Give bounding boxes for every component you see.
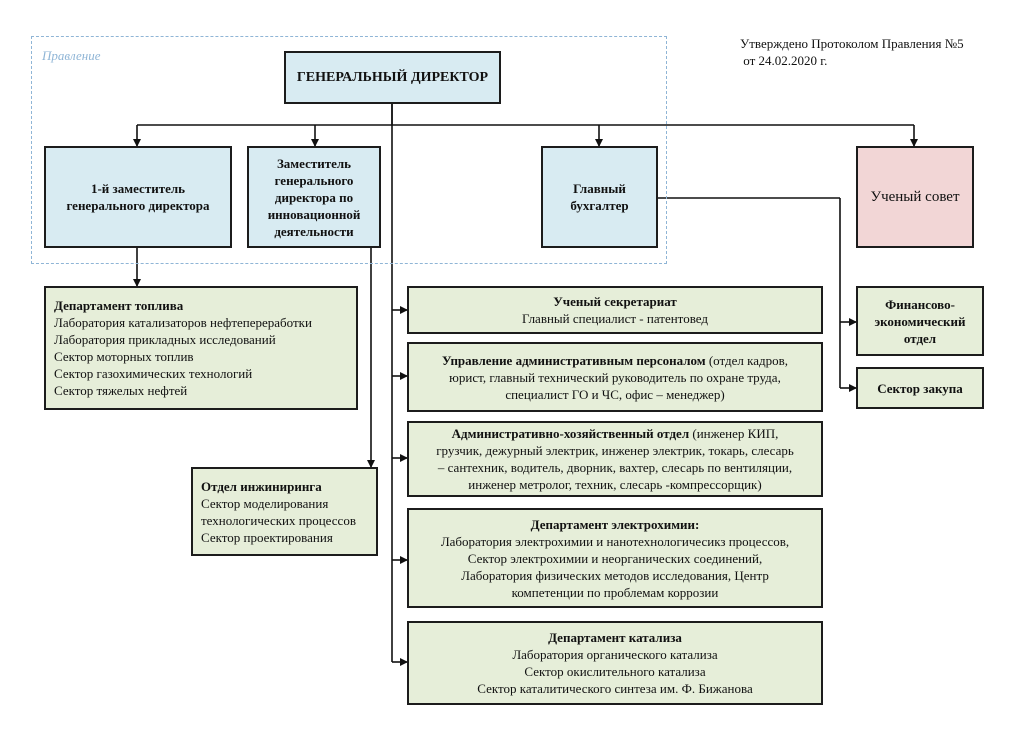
fuel-dept-title: Департамент топлива xyxy=(54,298,184,313)
first-deputy-title: 1-й заместитель генерального директора xyxy=(66,181,210,213)
electrochem-title: Департамент электрохимии: xyxy=(530,516,700,532)
procurement-title: Сектор закупа xyxy=(877,380,963,396)
electrochem-box: Департамент электрохимии: Лаборатория эл… xyxy=(407,508,823,608)
household-line: грузчик, дежурный электрик, инженер элек… xyxy=(436,443,794,458)
household-line: инженер метролог, техник, слесарь -компр… xyxy=(468,477,762,492)
finance-box: Финансово-экономический отдел xyxy=(856,286,984,356)
general-director-box: ГЕНЕРАЛЬНЫЙ ДИРЕКТОР xyxy=(284,51,501,104)
engineering-line: Сектор проектирования xyxy=(201,529,333,545)
fuel-dept-item: Сектор газохимических технологий xyxy=(54,366,253,381)
chief-accountant-title: Главный бухгалтер xyxy=(570,181,629,213)
approval-line-1: Утверждено Протоколом Правления №5 xyxy=(740,36,964,51)
electrochem-line: Сектор электрохимии и неорганических сое… xyxy=(467,550,763,566)
first-deputy-box: 1-й заместитель генерального директора xyxy=(44,146,232,248)
catalysis-box: Департамент катализа Лаборатория органич… xyxy=(407,621,823,705)
admin-staff-rest: (отдел кадров, xyxy=(705,352,789,368)
fuel-dept-item: Лаборатория прикладных исследований xyxy=(54,332,276,347)
board-label: Правление xyxy=(42,48,101,63)
approval-line-2: от 24.02.2020 г. xyxy=(740,53,828,68)
fuel-dept-item: Лаборатория катализаторов нефтепереработ… xyxy=(54,315,312,330)
catalysis-line: Сектор окислительного катализа xyxy=(524,664,706,679)
admin-staff-title: Управление административным персоналом xyxy=(441,352,706,368)
household-rest: (инженер КИП, xyxy=(689,426,779,441)
innovation-deputy-title: Заместитель генерального директора по ин… xyxy=(267,155,361,239)
electrochem-line: Лаборатория физических методов исследова… xyxy=(461,567,769,583)
electrochem-line: Лаборатория электрохимии и нанотехнологи… xyxy=(440,533,790,549)
scientific-council-box: Ученый совет xyxy=(856,146,974,248)
engineering-line: технологических процессов xyxy=(201,512,356,528)
procurement-box: Сектор закупа xyxy=(856,367,984,409)
catalysis-line: Лаборатория органического катализа xyxy=(512,647,718,662)
secretariat-title: Ученый секретариат xyxy=(553,294,677,309)
secretariat-box: Ученый секретариат Главный специалист - … xyxy=(407,286,823,334)
household-box: Административно-хозяйственный отдел (инж… xyxy=(407,421,823,497)
household-heading: Административно-хозяйственный отдел (инж… xyxy=(452,425,779,442)
household-title: Административно-хозяйственный отдел xyxy=(451,426,690,441)
fuel-dept-item: Сектор тяжелых нефтей xyxy=(54,383,188,398)
approval-note: Утверждено Протоколом Правления №5 от 24… xyxy=(740,35,964,69)
admin-staff-box: Управление административным персоналом (… xyxy=(407,342,823,412)
engineering-box: Отдел инжиниринга Сектор моделирования т… xyxy=(191,467,378,556)
chief-accountant-box: Главный бухгалтер xyxy=(541,146,658,248)
admin-staff-heading: Управление административным персоналом (… xyxy=(442,352,788,369)
finance-title: Финансово-экономический отдел xyxy=(874,296,966,346)
engineering-title: Отдел инжиниринга xyxy=(201,478,322,494)
catalysis-title: Департамент катализа xyxy=(548,630,682,645)
fuel-dept-box: Департамент топлива Лаборатория катализа… xyxy=(44,286,358,410)
admin-staff-line: юрист, главный технический руководитель … xyxy=(449,369,781,385)
household-line: – сантехник, водитель, дворник, вахтер, … xyxy=(437,460,793,475)
innovation-deputy-box: Заместитель генерального директора по ин… xyxy=(247,146,381,248)
admin-staff-line: специалист ГО и ЧС, офис – менеджер) xyxy=(505,386,725,402)
board-frame xyxy=(31,36,667,264)
fuel-dept-item: Сектор моторных топлив xyxy=(54,349,194,364)
scientific-council-title: Ученый совет xyxy=(870,188,960,205)
electrochem-line: компетенции по проблемам коррозии xyxy=(511,584,719,600)
secretariat-line: Главный специалист - патентовед xyxy=(522,311,708,326)
catalysis-line: Сектор каталитического синтеза им. Ф. Би… xyxy=(477,681,753,696)
engineering-line: Сектор моделирования xyxy=(201,495,329,511)
general-director-title: ГЕНЕРАЛЬНЫЙ ДИРЕКТОР xyxy=(296,70,489,85)
